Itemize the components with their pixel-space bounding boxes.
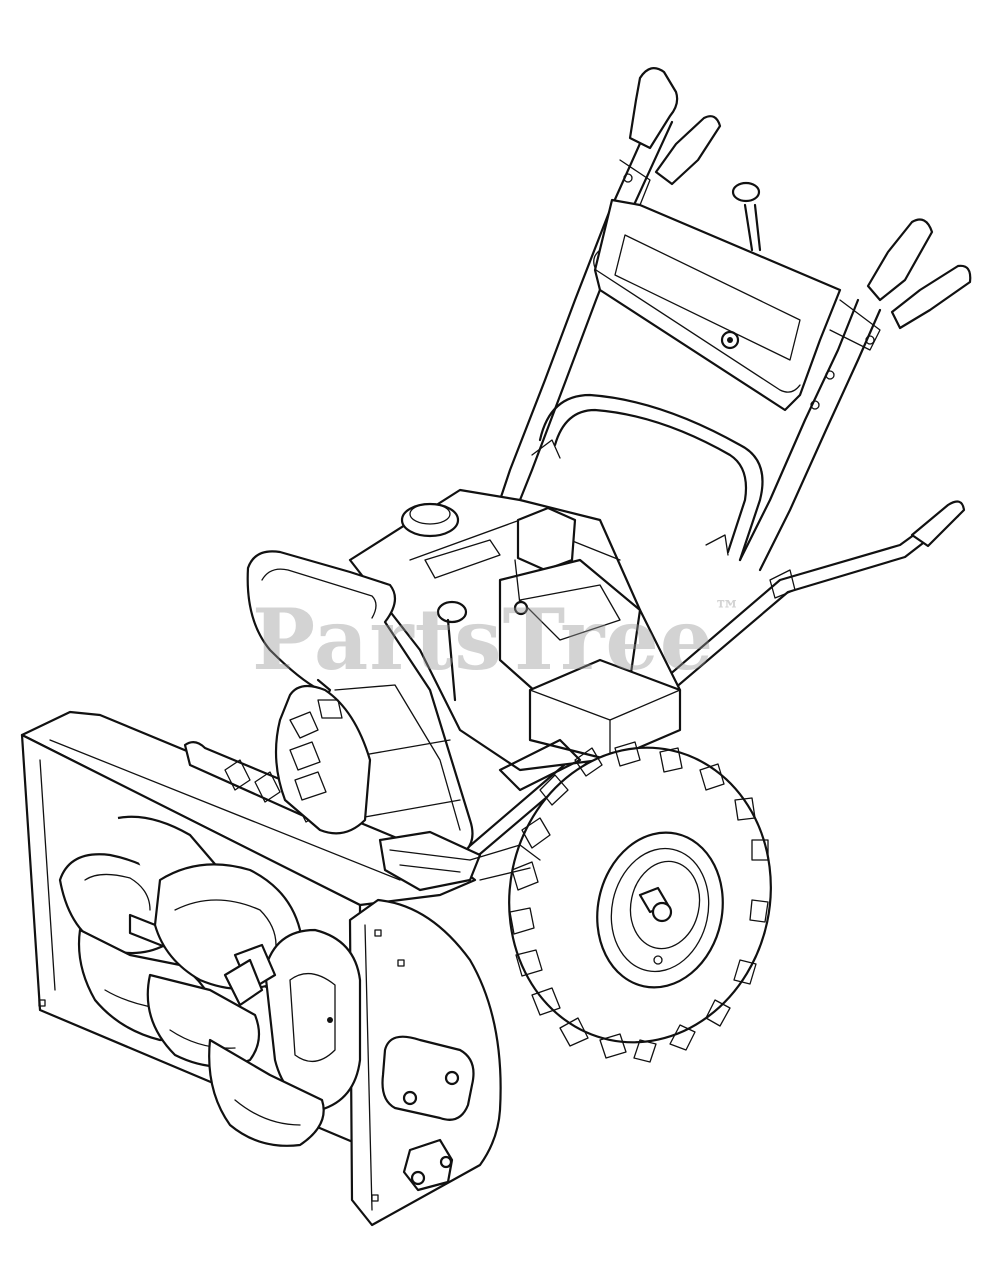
control-panel xyxy=(593,198,842,412)
auger-flight-right-lower xyxy=(208,1038,325,1147)
skid-shoe xyxy=(381,1035,475,1121)
engine-label xyxy=(424,539,501,579)
left-wheel-tire xyxy=(274,684,372,835)
handlebar xyxy=(498,67,972,572)
right-grip-upper xyxy=(866,218,934,302)
left-grip-lever xyxy=(654,115,722,186)
left-grip-upper xyxy=(628,67,679,150)
engine xyxy=(348,488,682,772)
fuel-cap xyxy=(400,502,460,538)
auger-housing xyxy=(20,710,502,1227)
right-wheel xyxy=(508,741,772,1063)
primer-button xyxy=(436,600,468,624)
shift-knob xyxy=(910,500,966,548)
left-wheel xyxy=(274,684,372,835)
axle-cap xyxy=(651,901,673,923)
chute-crank-knob xyxy=(731,181,761,203)
augers xyxy=(58,815,362,1147)
carburetor-cover xyxy=(516,506,577,572)
right-grip-lever xyxy=(890,264,972,330)
muffler-guard xyxy=(528,658,682,762)
chute-base-ring xyxy=(378,830,482,892)
